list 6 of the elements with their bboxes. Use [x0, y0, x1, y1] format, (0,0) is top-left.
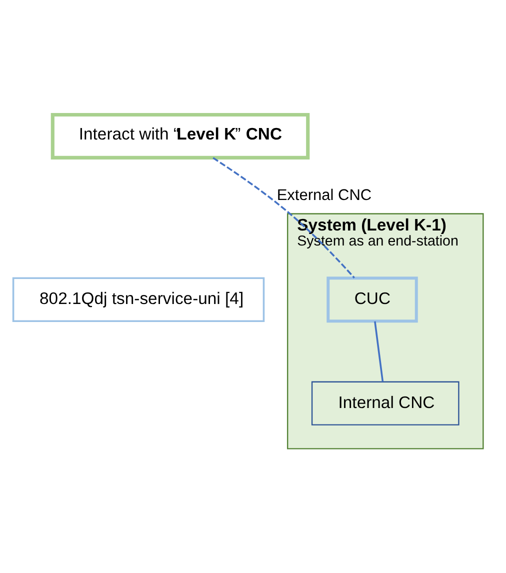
node-box: CUC — [326, 276, 418, 323]
node-box: 802.1Qdj tsn-service-uni [4] — [12, 277, 265, 322]
node-box: Internal CNC — [311, 381, 460, 426]
edge-label: External CNC — [276, 186, 372, 204]
connector — [212, 157, 355, 278]
connector — [374, 321, 384, 382]
